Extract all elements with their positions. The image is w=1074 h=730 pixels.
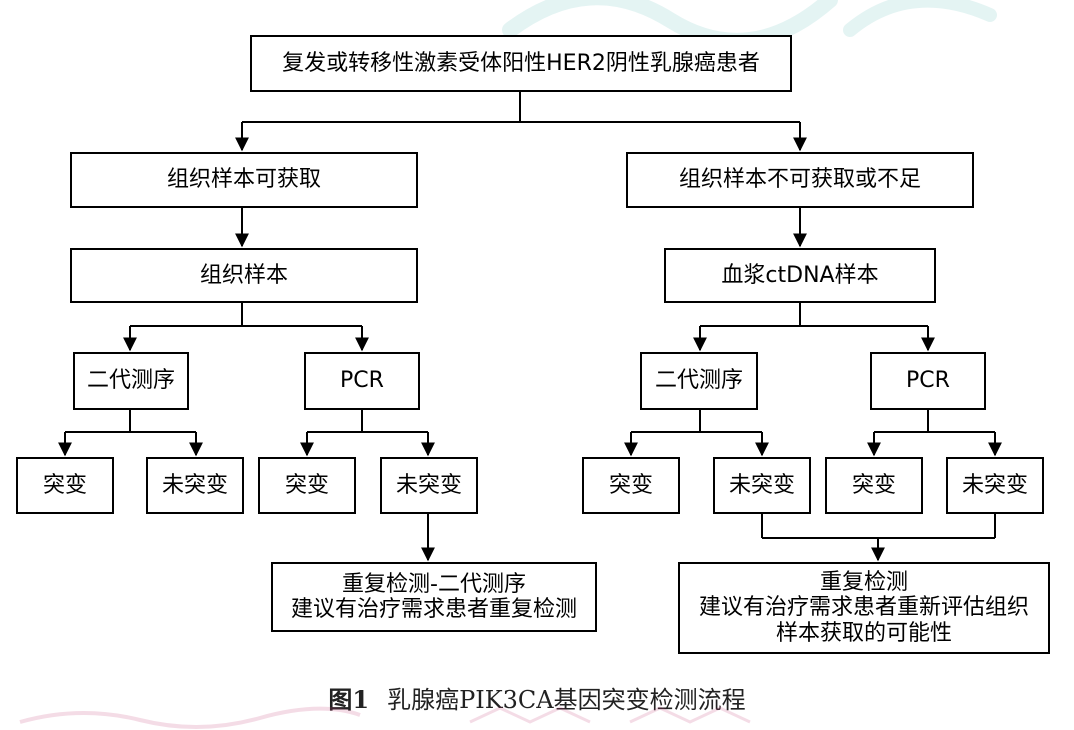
node-tissue-available: 组织样本可获取	[70, 152, 418, 208]
figure-caption-text: 乳腺癌PIK3CA基因突变检测流程	[387, 686, 746, 714]
publisher-watermark-bottom	[19, 706, 751, 729]
node-tissue-sample: 组织样本	[70, 248, 418, 303]
left-retest-line-1: 重复检测-二代测序	[342, 571, 526, 597]
node-plasma-ctdna-sample: 血浆ctDNA样本	[664, 248, 936, 303]
node-left-ngs-mutation: 突变	[16, 457, 114, 514]
node-right-pcr-no-mutation: 未突变	[946, 457, 1044, 514]
figure-caption: 图1 乳腺癌PIK3CA基因突变检测流程	[0, 680, 1074, 715]
left-retest-line-2: 建议有治疗需求患者重复检测	[290, 597, 577, 622]
node-tissue-unavailable: 组织样本不可获取或不足	[626, 152, 974, 208]
node-right-ngs: 二代测序	[640, 352, 758, 410]
node-left-ngs: 二代测序	[73, 352, 189, 410]
node-right-retest: 重复检测 建议有治疗需求患者重新评估组织 样本获取的可能性	[678, 562, 1050, 654]
node-root-patients: 复发或转移性激素受体阳性HER2阴性乳腺癌患者	[250, 35, 792, 92]
right-retest-line-3: 样本获取的可能性	[775, 620, 952, 646]
node-left-ngs-no-mutation: 未突变	[146, 457, 244, 514]
node-left-retest: 重复检测-二代测序 建议有治疗需求患者重复检测	[271, 562, 597, 632]
right-retest-line-1: 重复检测	[819, 570, 908, 596]
right-retest-line-2: 建议有治疗需求患者重新评估组织	[698, 595, 1029, 621]
publisher-watermark-top	[502, 0, 997, 49]
node-left-pcr-mutation: 突变	[258, 457, 356, 514]
node-right-ngs-mutation: 突变	[582, 457, 680, 514]
figure-label: 图1	[328, 685, 370, 714]
node-left-pcr: PCR	[304, 352, 420, 410]
node-left-pcr-no-mutation: 未突变	[380, 457, 478, 514]
node-right-pcr-mutation: 突变	[825, 457, 923, 514]
node-right-ngs-no-mutation: 未突变	[713, 457, 811, 514]
node-right-pcr: PCR	[870, 352, 986, 410]
